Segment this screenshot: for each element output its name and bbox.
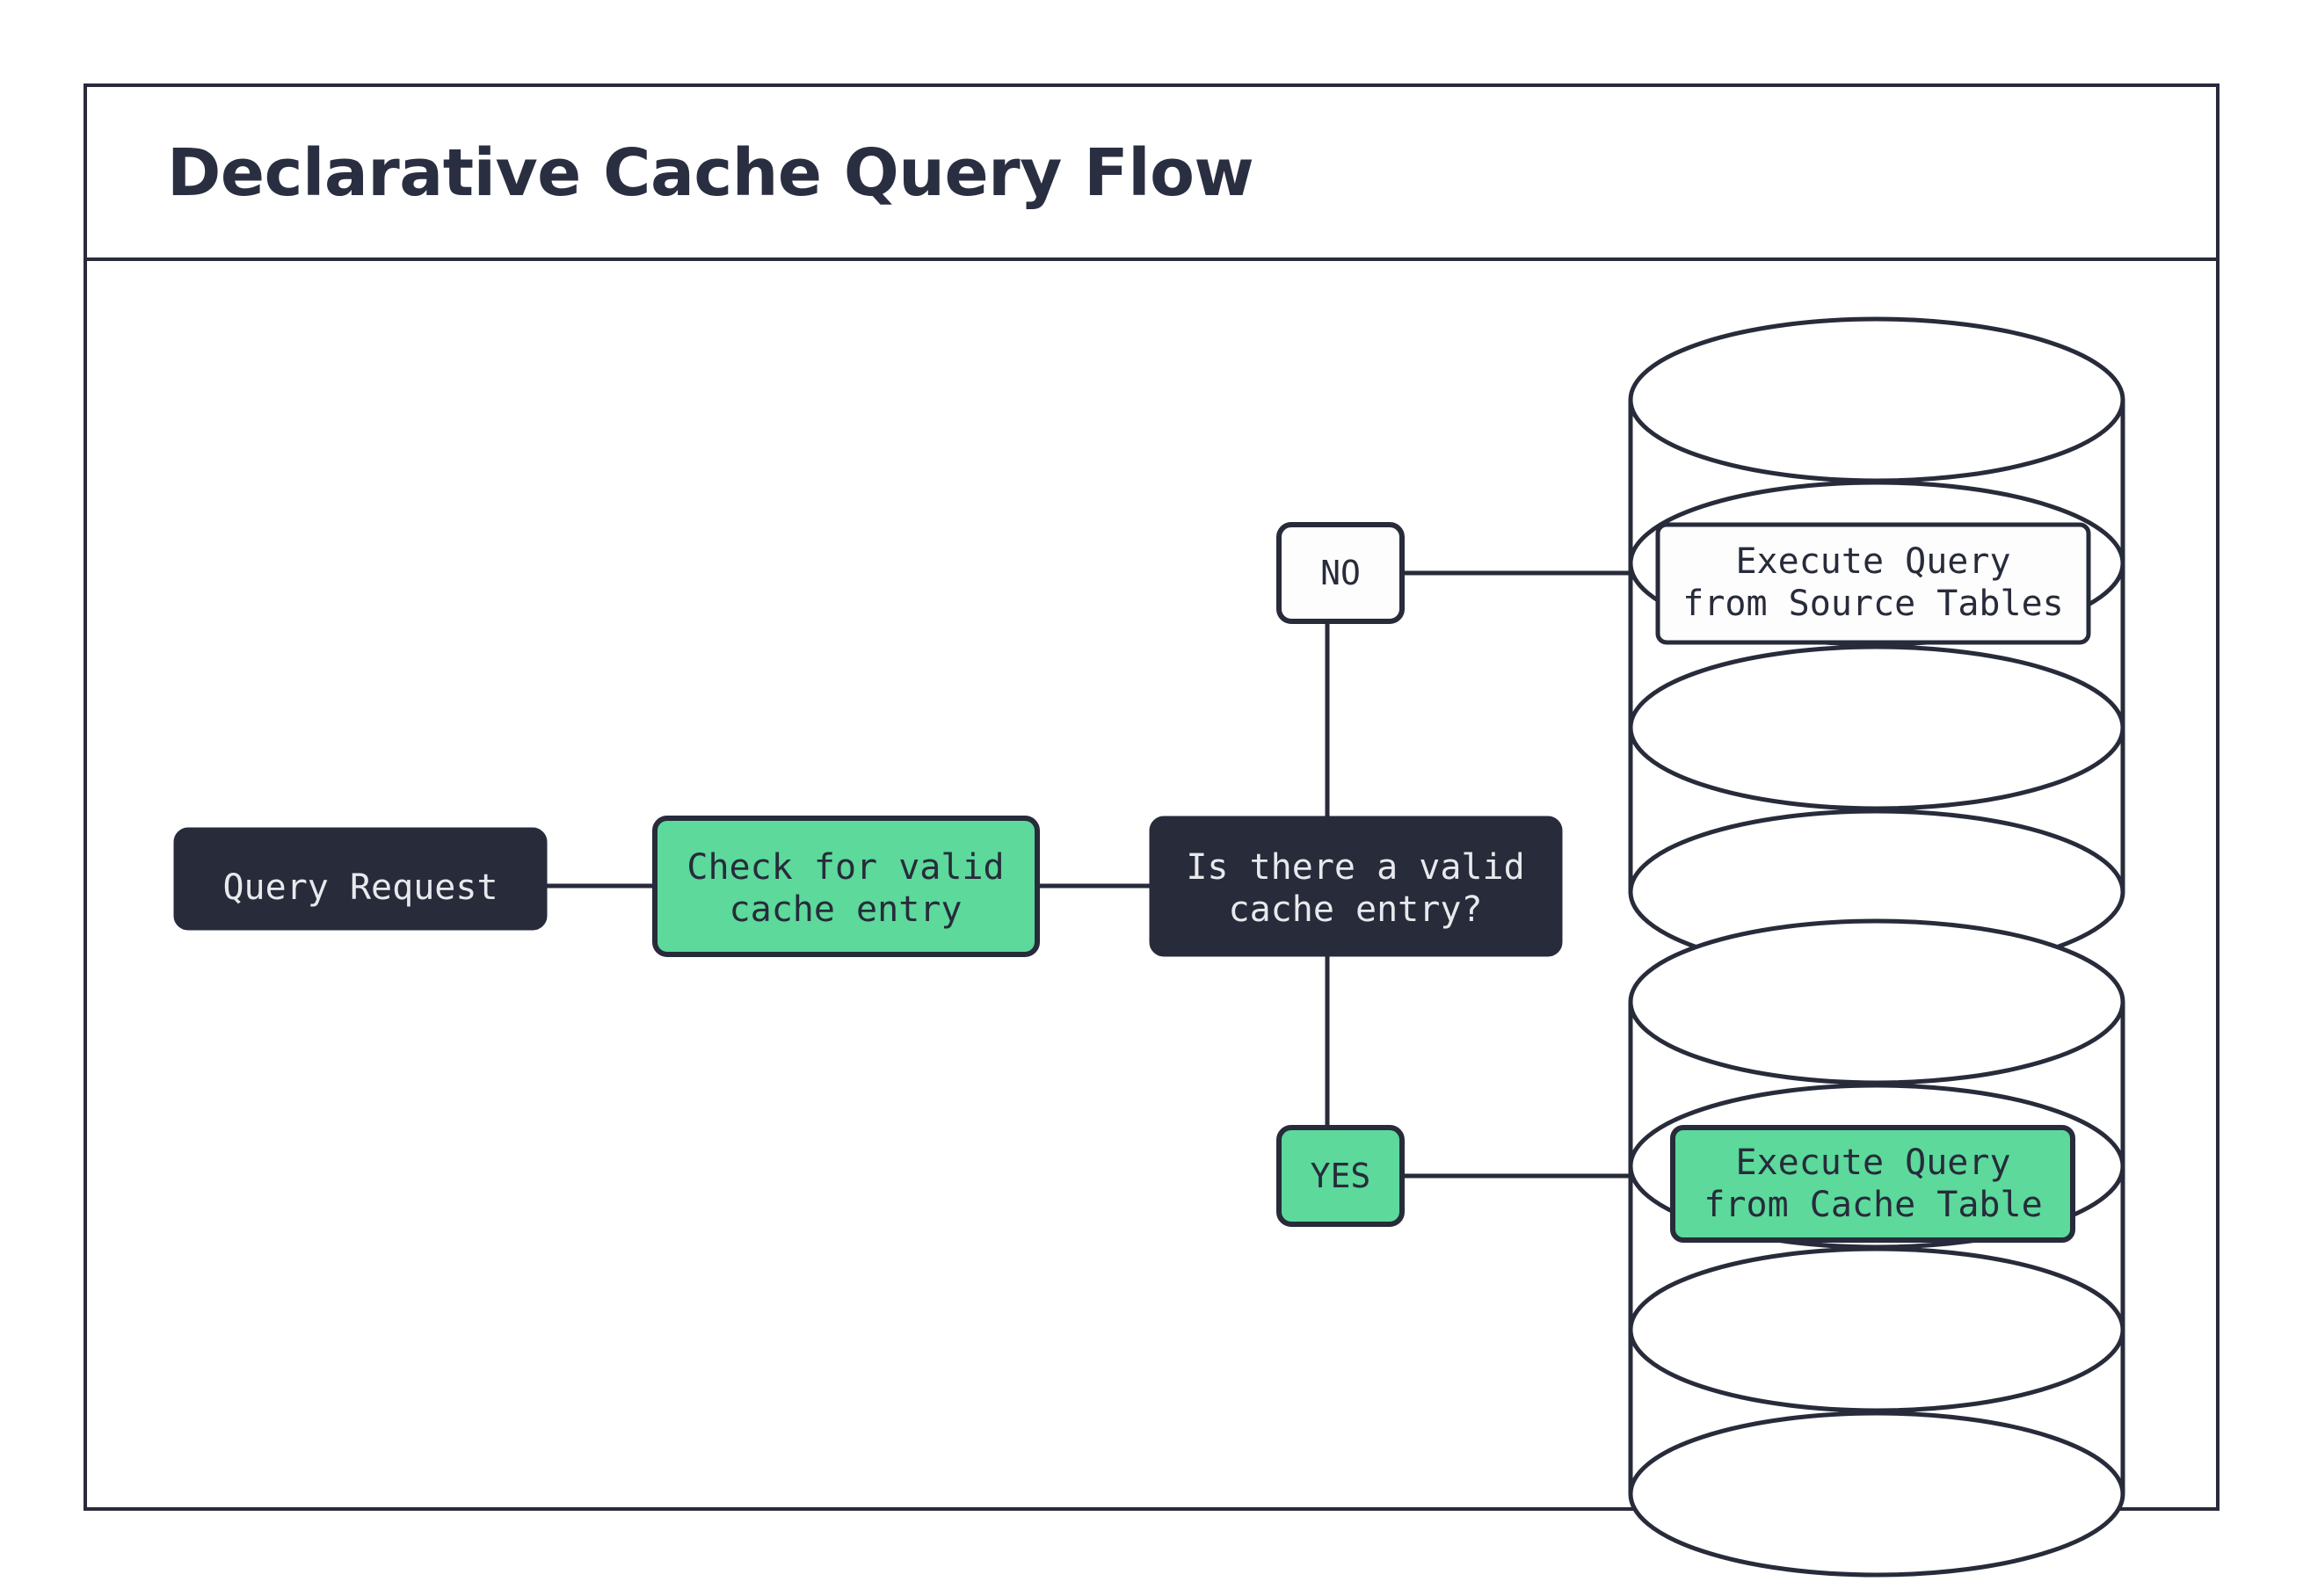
node-query-request[interactable]: Query Request	[173, 827, 548, 931]
node-decision-line1: Is there a valid	[1186, 847, 1524, 888]
edge-label-no[interactable]: NO	[1276, 522, 1405, 624]
node-decision-valid-cache[interactable]: Is there a valid cache entry?	[1149, 816, 1563, 957]
edge-label-yes[interactable]: YES	[1276, 1125, 1405, 1227]
node-decision-line2: cache entry?	[1229, 889, 1483, 930]
execute-source-label-box[interactable]: Execute Query from Source Tables	[1655, 522, 2091, 645]
execute-cache-line2: from Cache Table	[1704, 1185, 2042, 1225]
edge-label-yes-text: YES	[1311, 1157, 1371, 1195]
execute-cache-line1: Execute Query	[1735, 1143, 2010, 1183]
execute-source-line2: from Source Tables	[1682, 584, 2063, 624]
node-check-cache-line1: Check for valid	[687, 847, 1004, 888]
node-query-request-label: Query Request	[222, 867, 498, 908]
node-check-cache-line2: cache entry	[730, 889, 963, 930]
edge-label-no-text: NO	[1320, 554, 1361, 592]
execute-source-line1: Execute Query	[1735, 541, 2010, 582]
page-title: Declarative Cache Query Flow	[167, 135, 1253, 211]
execute-cache-label-box[interactable]: Execute Query from Cache Table	[1670, 1125, 2075, 1243]
node-check-cache[interactable]: Check for valid cache entry	[652, 816, 1040, 957]
